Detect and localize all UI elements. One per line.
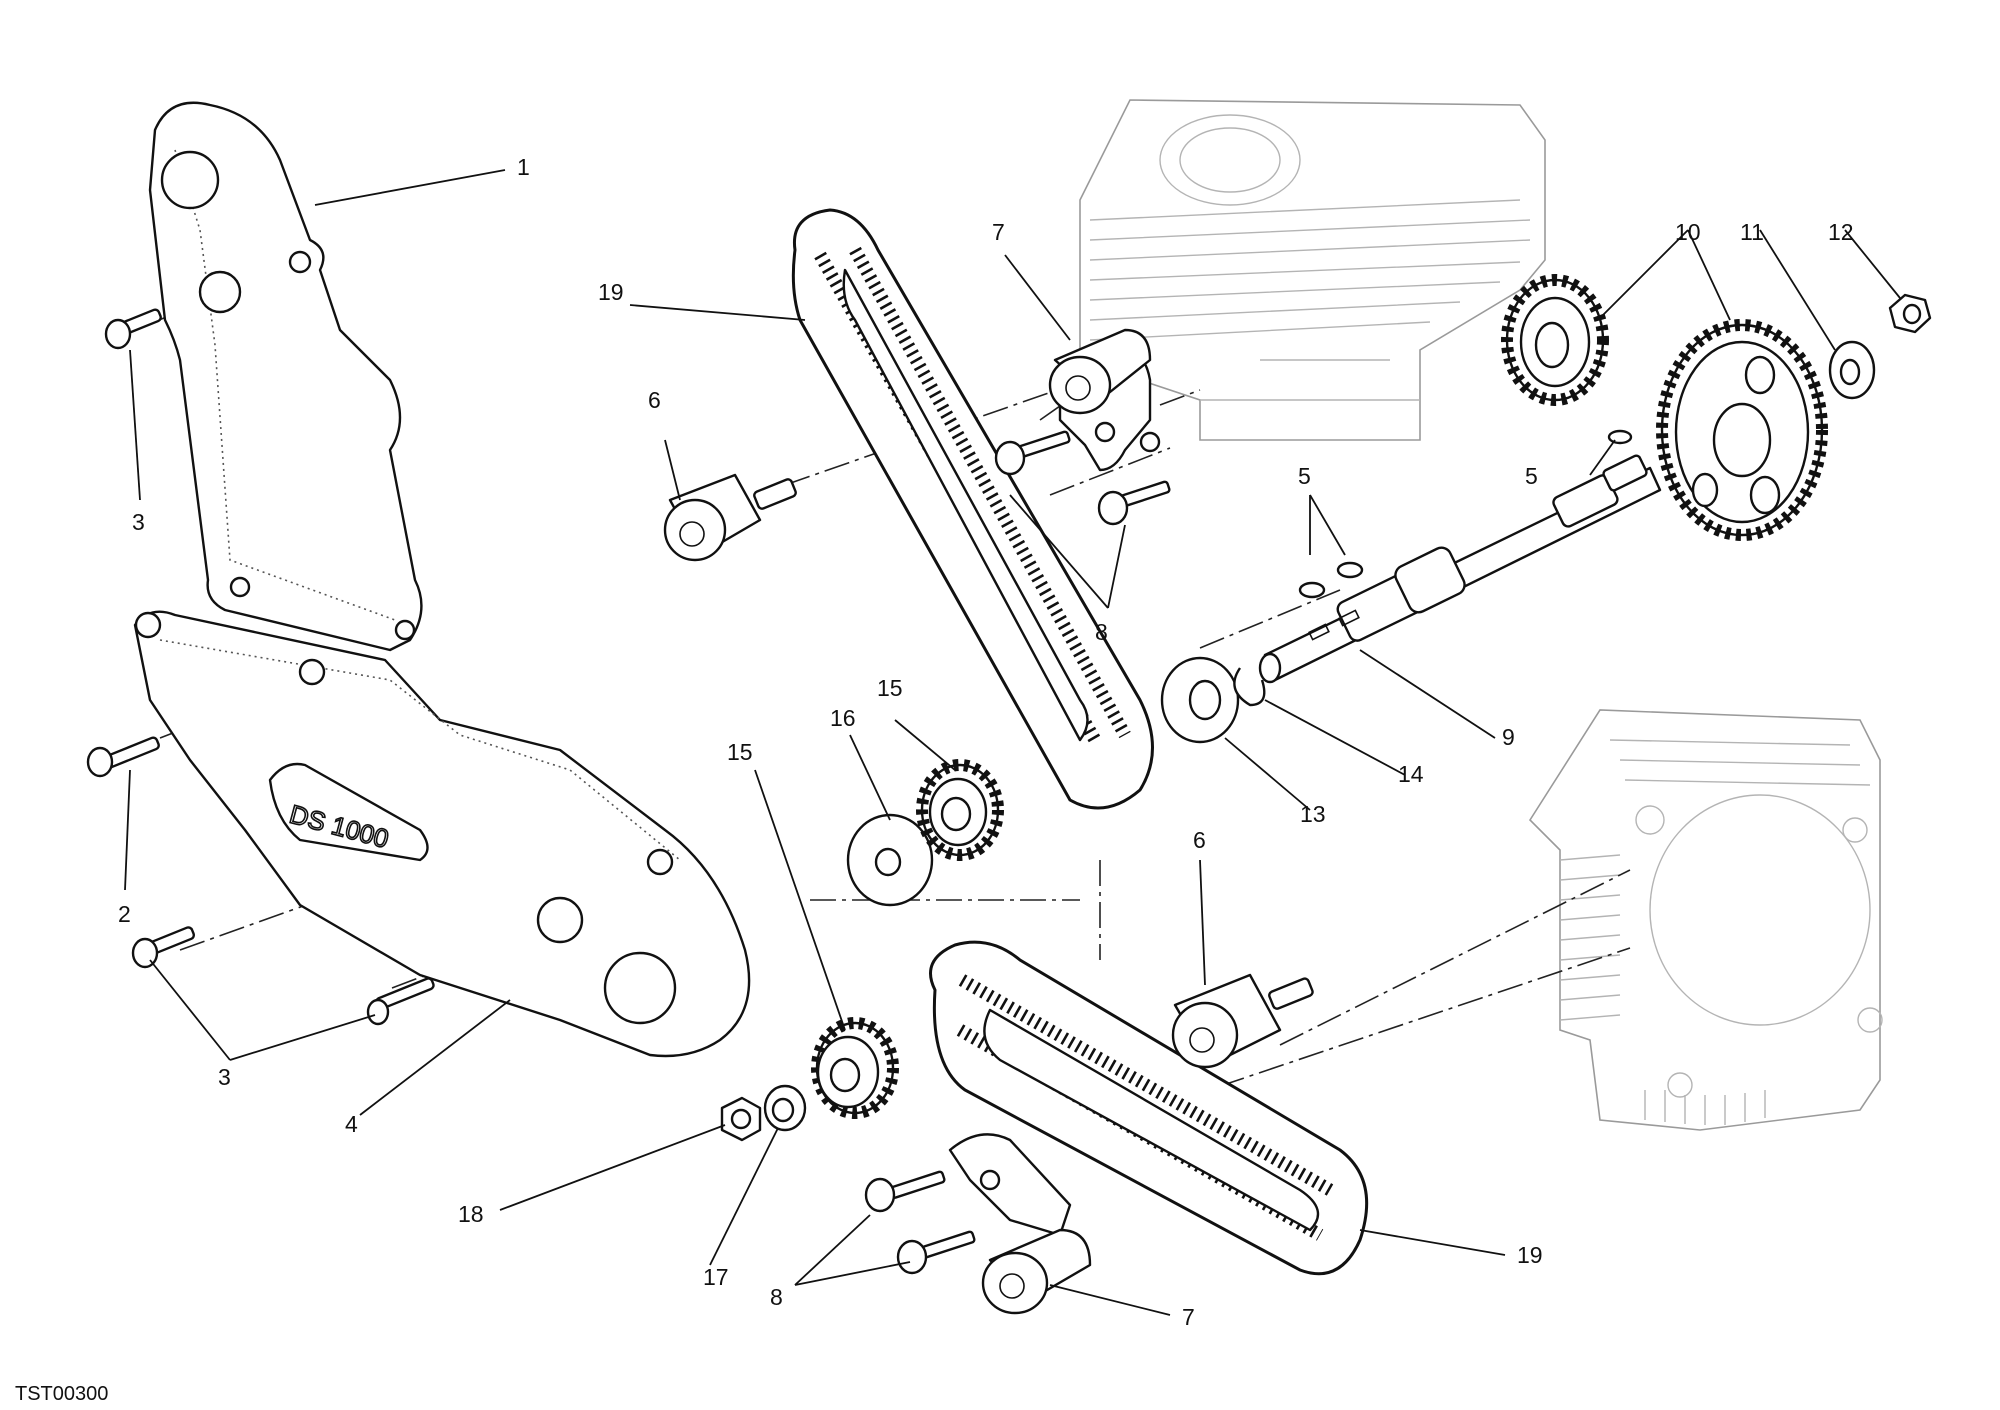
callout-15-lower: 15 xyxy=(727,739,753,765)
callout-13: 13 xyxy=(1300,801,1326,827)
callout-8-top: 8 xyxy=(1095,619,1108,645)
part-12-nut xyxy=(1888,293,1932,334)
part-15-pulley-upper xyxy=(916,759,1004,861)
callout-7-bottom: 7 xyxy=(1182,1304,1195,1330)
leader-lines xyxy=(124,169,1901,1316)
callout-16: 16 xyxy=(830,705,856,731)
callout-12: 12 xyxy=(1828,219,1854,245)
part-18-nut xyxy=(720,1096,762,1142)
callout-15-upper: 15 xyxy=(877,675,903,701)
part-17-washer xyxy=(763,1084,807,1132)
cylinder-lower-ghost xyxy=(1528,709,1883,1131)
callout-19-top: 19 xyxy=(598,279,624,305)
callout-10: 10 xyxy=(1675,219,1701,245)
part-7-tensioner-lower xyxy=(948,1133,1092,1315)
callout-3-top: 3 xyxy=(132,509,145,535)
cylinder-upper-ghost xyxy=(1079,99,1546,441)
part-6-standoff-lower xyxy=(1171,973,1314,1069)
part-6-standoff-upper xyxy=(663,473,797,562)
part-14-circlip xyxy=(1233,667,1266,707)
part-4-lower-belt-cover: DS 1000 xyxy=(133,610,751,1058)
callout-2: 2 xyxy=(118,901,131,927)
part-11-washer xyxy=(1828,340,1876,400)
drawing-code: TST00300 xyxy=(15,1383,108,1405)
part-3-screw-lower xyxy=(366,977,435,1026)
part-10-large-cam-gear xyxy=(1656,319,1828,541)
callout-3-bottom: 3 xyxy=(218,1064,231,1090)
part-16-washer xyxy=(846,813,934,907)
callout-8-bottom: 8 xyxy=(770,1284,783,1310)
callout-19-bottom: 19 xyxy=(1517,1242,1543,1268)
part-2-screw xyxy=(86,736,160,778)
callout-5-right: 5 xyxy=(1525,463,1538,489)
callout-6-bottom: 6 xyxy=(1193,827,1206,853)
callout-7-top: 7 xyxy=(992,219,1005,245)
part-19-lower-timing-belt xyxy=(929,940,1369,1276)
callout-labels: 1 3 2 3 4 19 6 7 8 16 15 15 5 5 10 11 12… xyxy=(118,154,1854,1330)
callout-11: 11 xyxy=(1740,219,1764,245)
part-8-screws-lower xyxy=(864,1170,976,1275)
part-19-upper-timing-belt xyxy=(791,208,1154,810)
callout-1: 1 xyxy=(517,154,530,180)
callout-17: 17 xyxy=(703,1264,729,1290)
part-8-screws-upper xyxy=(994,430,1171,526)
part-3-screw-middle xyxy=(131,926,196,969)
callout-18: 18 xyxy=(458,1201,484,1227)
part-10-small-gear xyxy=(1501,274,1609,406)
part-3-screw-upper xyxy=(104,308,162,350)
part-9-camshaft xyxy=(1258,454,1662,684)
callout-4: 4 xyxy=(345,1111,358,1137)
part-13-oil-seal xyxy=(1160,656,1240,744)
part-7-tensioner-upper xyxy=(1048,328,1161,472)
part-15-pulley-lower xyxy=(811,1017,899,1119)
callout-14: 14 xyxy=(1398,761,1424,787)
callout-6-top: 6 xyxy=(648,387,661,413)
callout-5-left: 5 xyxy=(1298,463,1311,489)
callout-9: 9 xyxy=(1502,724,1515,750)
part-1-upper-belt-cover xyxy=(148,101,423,652)
